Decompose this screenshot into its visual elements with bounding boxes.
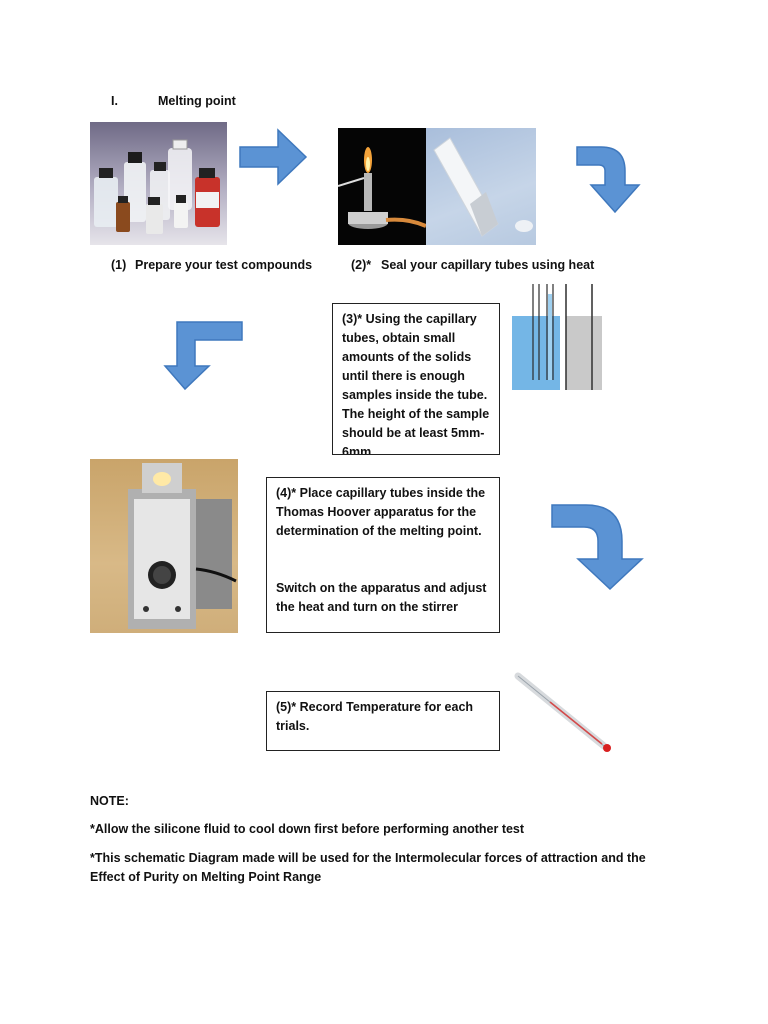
bunsen-burner-photo bbox=[338, 128, 426, 245]
step-1-caption: Prepare your test compounds bbox=[135, 258, 313, 272]
step-4-box: (4)* Place capillary tubes inside the Th… bbox=[266, 477, 500, 633]
step-4-text-a: (4)* Place capillary tubes inside the Th… bbox=[276, 486, 486, 538]
note-line-1: *Allow the silicone fluid to cool down f… bbox=[90, 822, 525, 836]
apparatus-photo bbox=[90, 459, 238, 633]
thermometer-photo bbox=[510, 668, 614, 754]
capillary-diagram bbox=[510, 284, 604, 392]
bottles-photo bbox=[90, 122, 227, 245]
section-title: Melting point bbox=[158, 94, 236, 108]
capillary-tube-photo bbox=[426, 128, 536, 245]
step-5-box: (5)* Record Temperature for each trials. bbox=[266, 691, 500, 751]
step-3-box: (3)* Using the capillary tubes, obtain s… bbox=[332, 303, 500, 455]
step-1-label: (1) bbox=[111, 258, 127, 272]
note-line-2: *This schematic Diagram made will be use… bbox=[90, 851, 646, 884]
step-2-label: (2)* bbox=[351, 258, 372, 272]
section-numeral: I. bbox=[111, 94, 118, 108]
step-4-text-b: Switch on the apparatus and adjust the h… bbox=[276, 581, 487, 614]
note-heading: NOTE: bbox=[90, 794, 129, 808]
arrow-curve-down-icon-2 bbox=[550, 503, 646, 591]
arrow-corner-down-icon bbox=[163, 320, 243, 392]
step-2-caption: Seal your capillary tubes using heat bbox=[381, 258, 595, 272]
arrow-right-icon bbox=[238, 128, 308, 186]
arrow-curve-down-icon bbox=[575, 145, 651, 215]
